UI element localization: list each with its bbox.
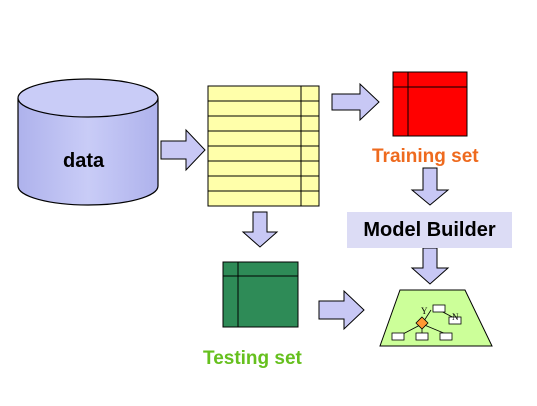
training-table-icon xyxy=(392,71,468,137)
arrow-model-builder-to-tree xyxy=(410,247,450,285)
testing-set-label: Testing set xyxy=(203,348,302,369)
arrow-training-to-model-builder xyxy=(410,167,450,206)
database-cylinder-icon xyxy=(17,78,159,206)
arrow-data-to-table xyxy=(160,128,206,172)
arrow-testing-to-tree xyxy=(318,289,365,331)
data-label: data xyxy=(63,150,105,172)
model-builder-label: Model Builder xyxy=(363,218,496,241)
training-set-label: Training set xyxy=(372,146,479,167)
tree-yes-label: Y xyxy=(421,306,428,316)
decision-tree-icon: Y N xyxy=(379,289,493,347)
arrow-table-to-testing xyxy=(241,211,279,248)
testing-table-icon xyxy=(222,261,299,328)
tree-no-label: N xyxy=(452,312,459,322)
data-table-icon xyxy=(207,85,320,207)
arrow-table-to-training xyxy=(331,82,380,122)
model-builder-box: Model Builder xyxy=(347,212,512,248)
